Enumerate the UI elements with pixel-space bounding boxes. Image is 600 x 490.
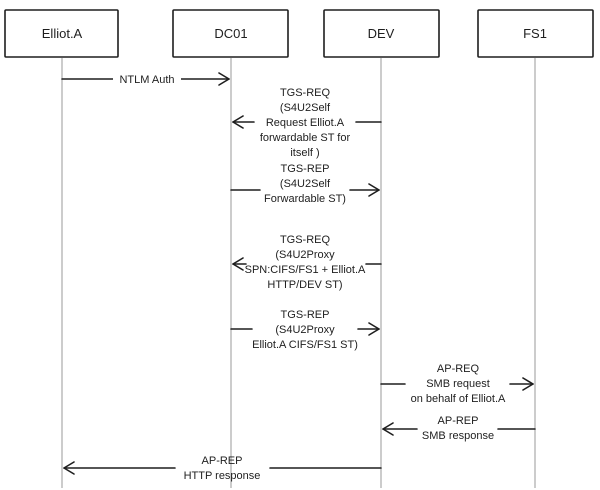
message-label-line: SPN:CIFS/FS1 + Elliot.A	[245, 264, 366, 276]
message-label-line: Elliot.A CIFS/FS1 ST)	[252, 339, 358, 351]
arrow-head	[218, 72, 230, 86]
message-label-line: TGS-REP	[281, 309, 330, 321]
message-tgs-rep-s4u2self: TGS-REP (S4U2Self Forwardable ST)	[230, 163, 380, 205]
participant-label: DC01	[214, 26, 247, 41]
arrow-head	[232, 115, 244, 129]
message-label-line: SMB response	[422, 430, 494, 442]
message-label-line: Forwardable ST)	[264, 193, 346, 205]
message-ap-rep-smb: AP-REP SMB response	[382, 415, 536, 442]
message-label-line: Request Elliot.A	[266, 117, 345, 129]
message-label-line: forwardable ST for	[260, 132, 351, 144]
message-label-line: on behalf of Elliot.A	[411, 393, 506, 405]
arrow-head	[63, 461, 75, 475]
participant-dev: DEV	[323, 9, 440, 58]
participant-label: FS1	[523, 26, 547, 41]
participant-label: DEV	[368, 26, 395, 41]
message-label-line: (S4U2Self	[280, 102, 331, 114]
participant-label: Elliot.A	[42, 26, 83, 41]
arrow-head	[368, 322, 380, 336]
message-label-line: AP-REP	[202, 455, 243, 467]
message-label: NTLM Auth	[119, 74, 174, 86]
message-ap-rep-http: AP-REP HTTP response	[63, 455, 382, 482]
participant-elliot: Elliot.A	[4, 9, 119, 58]
message-label-line: (S4U2Proxy	[275, 249, 335, 261]
message-label-line: itself )	[290, 147, 319, 159]
message-tgs-rep-s4u2proxy: TGS-REP (S4U2Proxy Elliot.A CIFS/FS1 ST)	[230, 309, 380, 351]
message-ap-req-smb: AP-REQ SMB request on behalf of Elliot.A	[380, 363, 534, 405]
message-tgs-req-s4u2proxy: TGS-REQ (S4U2Proxy SPN:CIFS/FS1 + Elliot…	[232, 234, 382, 291]
arrow-head	[522, 377, 534, 391]
message-label-line: (S4U2Self	[280, 178, 331, 190]
participant-fs1: FS1	[477, 9, 594, 58]
message-label-line: SMB request	[426, 378, 490, 390]
arrow-head	[382, 422, 394, 436]
message-label-line: AP-REP	[438, 415, 479, 427]
message-tgs-req-s4u2self: TGS-REQ (S4U2Self Request Elliot.A forwa…	[232, 87, 382, 159]
message-label-line: (S4U2Proxy	[275, 324, 335, 336]
message-ntlm-auth: NTLM Auth	[61, 71, 230, 86]
arrow-head	[232, 257, 244, 271]
message-label-line: HTTP/DEV ST)	[267, 279, 342, 291]
message-label-line: HTTP response	[184, 470, 261, 482]
message-label-line: TGS-REQ	[280, 234, 331, 246]
arrow-head	[368, 183, 380, 197]
participant-dc01: DC01	[172, 9, 289, 58]
message-label-line: TGS-REQ	[280, 87, 331, 99]
message-label-line: AP-REQ	[437, 363, 480, 375]
message-label-line: TGS-REP	[281, 163, 330, 175]
